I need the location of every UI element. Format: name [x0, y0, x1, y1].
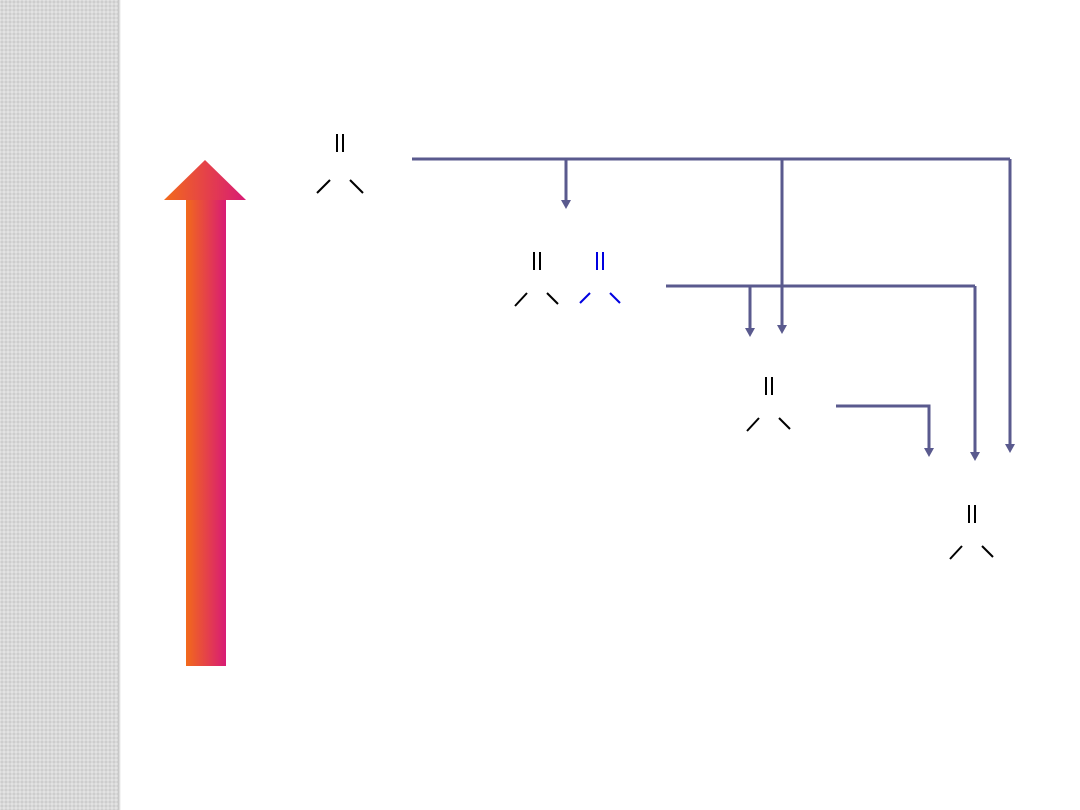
glyph-level-2a	[514, 252, 559, 307]
connector-from-level-1	[412, 157, 1015, 453]
connector-from-level-3	[836, 404, 934, 457]
glyph-level-2b	[579, 252, 621, 304]
side-strip-edge	[118, 0, 121, 810]
connector-from-level-2	[666, 284, 980, 461]
side-strip	[0, 0, 118, 810]
gradient-up-arrow-icon	[164, 160, 246, 666]
glyph-level-3	[746, 377, 791, 432]
glyph-level-1	[316, 134, 364, 194]
glyph-level-4	[949, 505, 994, 560]
